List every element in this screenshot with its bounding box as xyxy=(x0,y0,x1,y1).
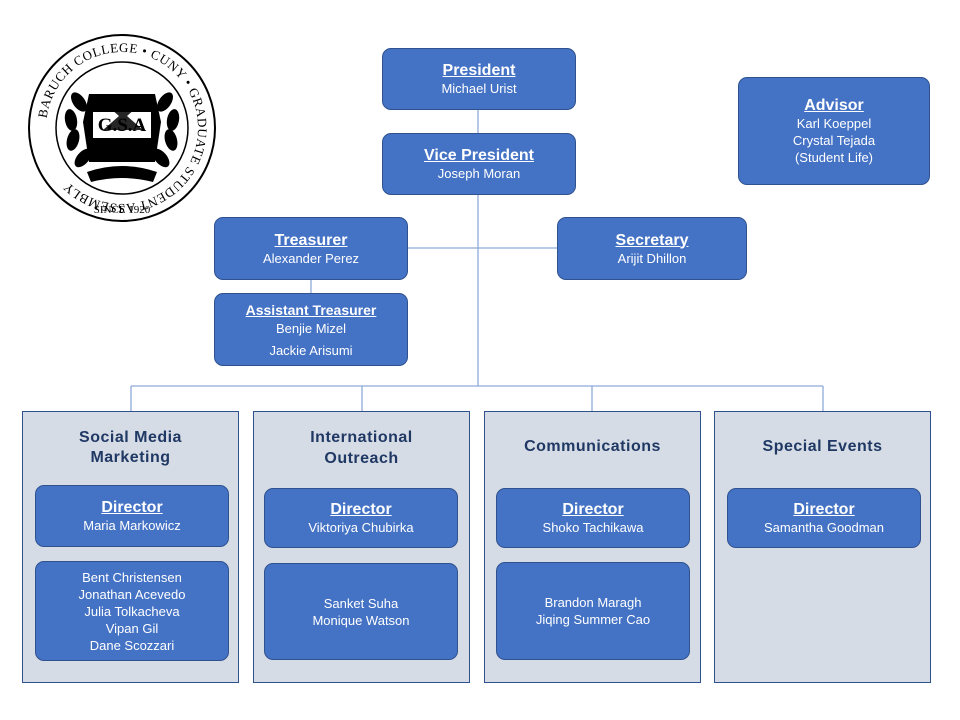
dept-title-line: Outreach xyxy=(324,450,399,467)
member-name: Monique Watson xyxy=(312,612,410,628)
director-name: Viktoriya Chubirka xyxy=(308,520,414,535)
director-title: Director xyxy=(330,501,392,518)
director-name: Shoko Tachikawa xyxy=(542,520,644,535)
director-box[interactable]: Director Shoko Tachikawa xyxy=(496,488,690,548)
dept-communications: Communications Director Shoko Tachikawa … xyxy=(484,411,701,683)
advisor-affiliation: (Student Life) xyxy=(794,150,874,165)
members-box[interactable]: Bent Christensen Jonathan Acevedo Julia … xyxy=(35,561,229,661)
vice-president-name: Joseph Moran xyxy=(437,166,521,181)
member-name: Vipan Gil xyxy=(105,620,159,636)
president-name: Michael Urist xyxy=(441,81,517,96)
secretary-title: Secretary xyxy=(615,231,689,249)
assistant-treasurer-name: Benjie Mizel xyxy=(275,320,347,336)
seal-since-text: SINCE 1920 xyxy=(94,204,151,216)
dept-social-media-marketing: Social Media Marketing Director Maria Ma… xyxy=(22,411,239,683)
assistant-treasurer-box[interactable]: Assistant Treasurer Benjie Mizel Jackie … xyxy=(214,293,408,366)
assistant-treasurer-title: Assistant Treasurer xyxy=(245,301,377,318)
dept-title-line: Communications xyxy=(524,438,661,455)
director-box[interactable]: Director Maria Markowicz xyxy=(35,485,229,547)
dept-title-line: Special Events xyxy=(762,438,883,455)
gsa-seal-logo: BARUCH COLLEGE • CUNY • GRADUATE STUDENT… xyxy=(28,34,216,222)
advisor-name: Karl Koeppel xyxy=(796,116,872,131)
treasurer-name: Alexander Perez xyxy=(262,250,360,266)
dept-title-line: International xyxy=(310,429,413,446)
director-name: Samantha Goodman xyxy=(764,520,884,535)
secretary-box[interactable]: Secretary Arijit Dhillon xyxy=(557,217,747,280)
director-title: Director xyxy=(793,501,855,518)
vice-president-title: Vice President xyxy=(424,147,534,164)
dept-international-outreach: International Outreach Director Viktoriy… xyxy=(253,411,470,683)
members-box[interactable]: Brandon Maragh Jiqing Summer Cao xyxy=(496,562,690,660)
director-box[interactable]: Director Viktoriya Chubirka xyxy=(264,488,458,548)
director-box[interactable]: Director Samantha Goodman xyxy=(727,488,921,548)
member-name: Brandon Maragh xyxy=(544,595,642,610)
advisor-name: Crystal Tejada xyxy=(792,133,876,148)
vice-president-box[interactable]: Vice President Joseph Moran xyxy=(382,133,576,195)
treasurer-title: Treasurer xyxy=(274,231,348,249)
member-name: Jonathan Acevedo xyxy=(78,586,186,602)
member-name: Bent Christensen xyxy=(82,569,182,585)
member-name: Dane Scozzari xyxy=(89,637,175,653)
seal-center-text: G.S.A xyxy=(98,115,147,136)
dept-special-events: Special Events Director Samantha Goodman xyxy=(714,411,931,683)
president-title: President xyxy=(442,62,516,79)
dept-title-line: Marketing xyxy=(90,449,171,466)
treasurer-box[interactable]: Treasurer Alexander Perez xyxy=(214,217,408,280)
member-name: Julia Tolkacheva xyxy=(84,603,180,619)
president-box[interactable]: President Michael Urist xyxy=(382,48,576,110)
advisor-title: Advisor xyxy=(804,97,864,114)
director-title: Director xyxy=(562,501,624,518)
dept-title-line: Social Media xyxy=(79,429,182,446)
director-title: Director xyxy=(101,499,163,516)
secretary-name: Arijit Dhillon xyxy=(617,250,687,266)
advisor-box[interactable]: Advisor Karl Koeppel Crystal Tejada (Stu… xyxy=(738,77,930,185)
member-name: Sanket Suha xyxy=(323,595,399,611)
member-name: Jiqing Summer Cao xyxy=(535,612,651,627)
director-name: Maria Markowicz xyxy=(83,518,181,533)
assistant-treasurer-name: Jackie Arisumi xyxy=(269,342,353,358)
members-box[interactable]: Sanket Suha Monique Watson xyxy=(264,563,458,660)
